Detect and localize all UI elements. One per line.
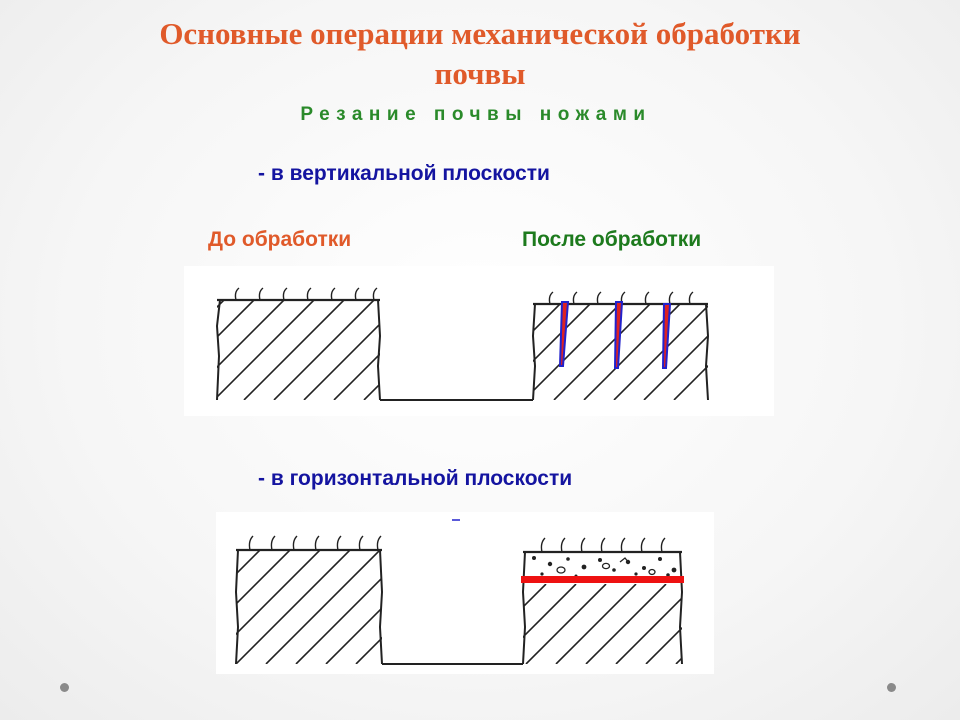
slide-title: Основные операции механической обработки… — [60, 14, 900, 94]
loosened-soil-crumbs — [532, 556, 677, 578]
section-vertical-label: - в вертикальной плоскости — [258, 162, 550, 185]
label-after: После обработки — [522, 228, 702, 251]
grass-after-2 — [540, 537, 666, 553]
slide-title-line2: почвы — [434, 56, 526, 91]
bullet-dot-icon — [60, 683, 69, 692]
soil-block-before-2 — [234, 535, 384, 665]
label-before: До обработки — [208, 228, 352, 251]
horizontal-cut-diagram — [216, 512, 714, 674]
horizontal-cut-drawing — [234, 519, 684, 665]
slide-title-line1: Основные операции механической обработки — [159, 16, 801, 51]
soil-block-before — [215, 287, 382, 401]
knife-cuts — [558, 301, 672, 369]
grass-before — [234, 287, 378, 301]
bullet-dot-icon — [887, 683, 896, 692]
vertical-cut-drawing — [215, 287, 710, 401]
soil-block-after — [531, 291, 710, 401]
grass-after — [548, 291, 694, 305]
soil-block-after-2 — [521, 537, 684, 665]
section-horizontal-label: - в горизонтальной плоскости — [258, 467, 573, 490]
slide-subtitle: Резание почвы ножами — [300, 104, 652, 125]
vertical-cut-diagram — [184, 266, 774, 416]
horizontal-cut-line — [521, 576, 684, 583]
grass-before-2 — [248, 535, 382, 551]
